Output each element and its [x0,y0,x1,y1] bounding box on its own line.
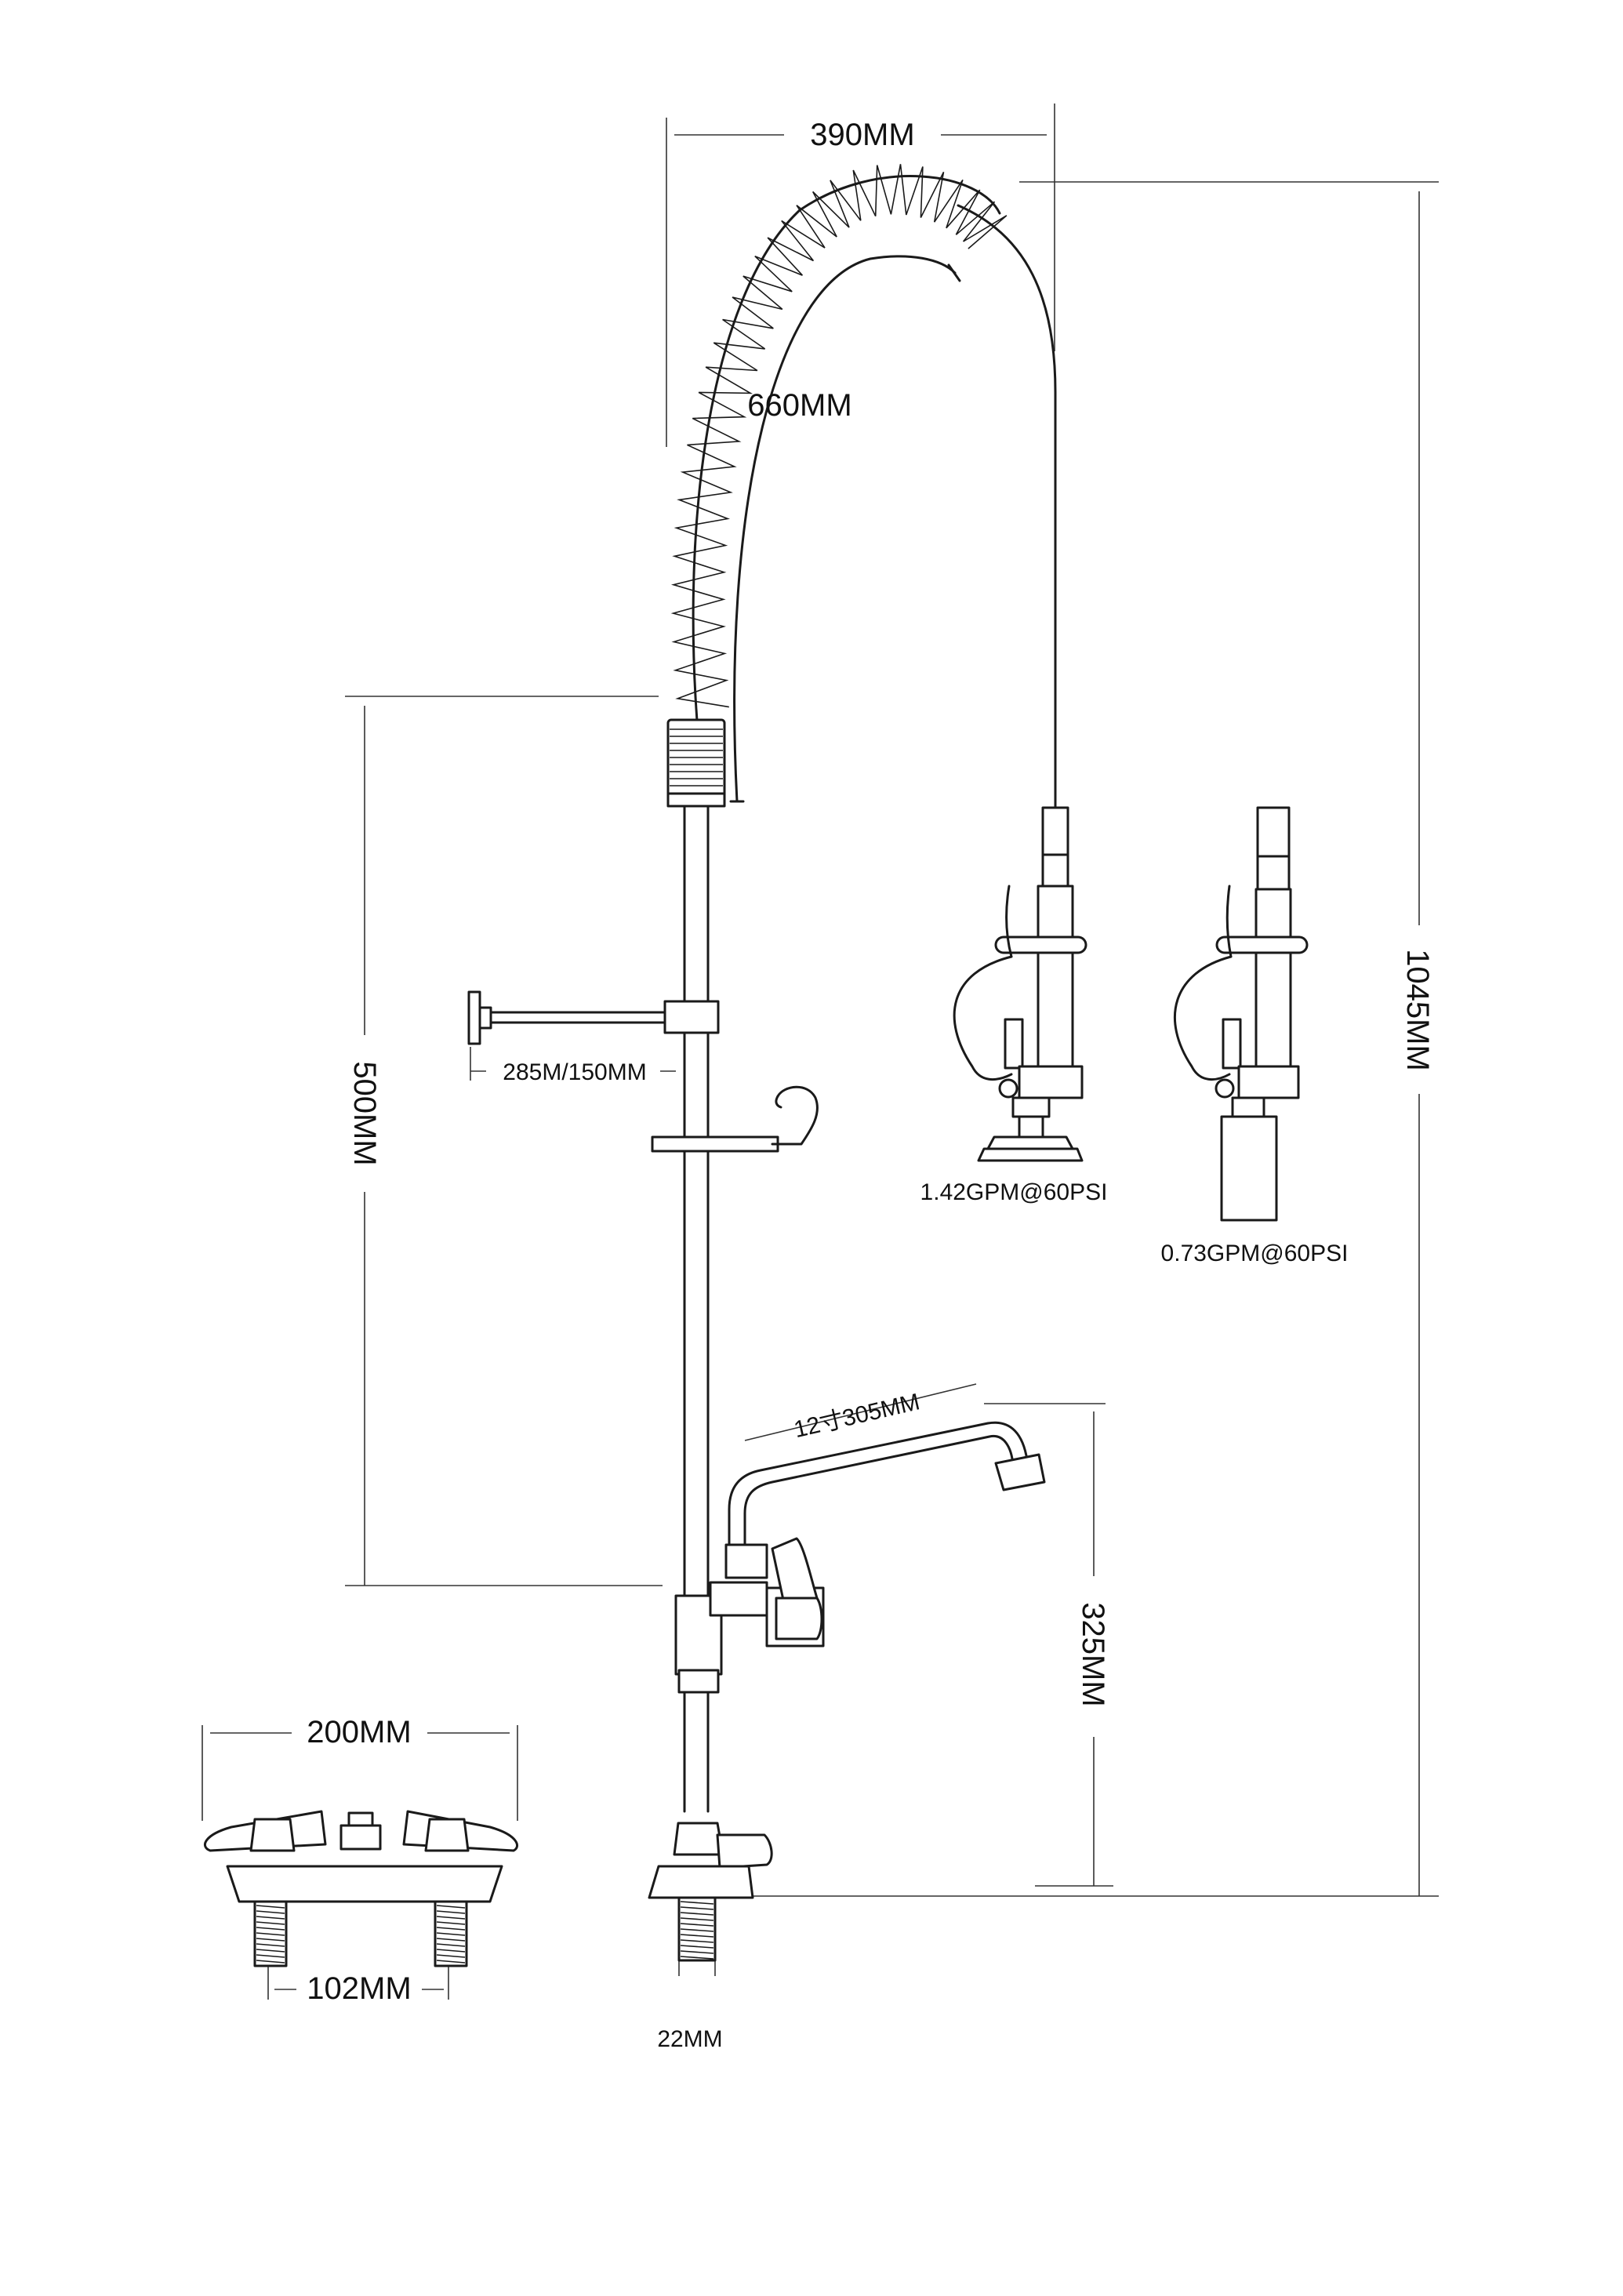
spray-hook [651,1085,819,1153]
spring-coil [670,164,1008,803]
base-width-label: 200MM [307,1715,411,1749]
spout-length-label: 12寸305MM [792,1389,923,1443]
spout-height-label: 325MM [1076,1602,1110,1706]
mixing-body [674,1537,825,1694]
deck-base-left [203,1810,518,1967]
wall-bracket [467,990,720,1045]
hose [957,204,1057,809]
dimension-lines [202,104,1439,2000]
total-height-label: 1045MM [1400,949,1435,1071]
spray-valve-low-flow [1174,806,1309,1222]
deck-mount-base [648,1822,773,1962]
wall-bracket-label: 285M/150MM [503,1059,646,1085]
hose-length-label: 660MM [747,388,851,423]
center-spacing-label: 102MM [307,1971,411,2006]
spray-valve-standard [953,806,1087,1162]
low-flow-label: 0.73GPM@60PSI [1161,1241,1349,1266]
hose-reach-label: 390MM [810,118,914,152]
labels: 390MM 660MM 1045MM 500MM 285M/150MM 12寸3… [307,118,1435,2052]
spring-holder [666,718,726,808]
column-height-label: 500MM [347,1061,382,1165]
standard-flow-label: 1.42GPM@60PSI [920,1179,1108,1205]
shank-diameter-label: 22MM [657,2026,722,2052]
swing-spout [724,1421,1046,1579]
